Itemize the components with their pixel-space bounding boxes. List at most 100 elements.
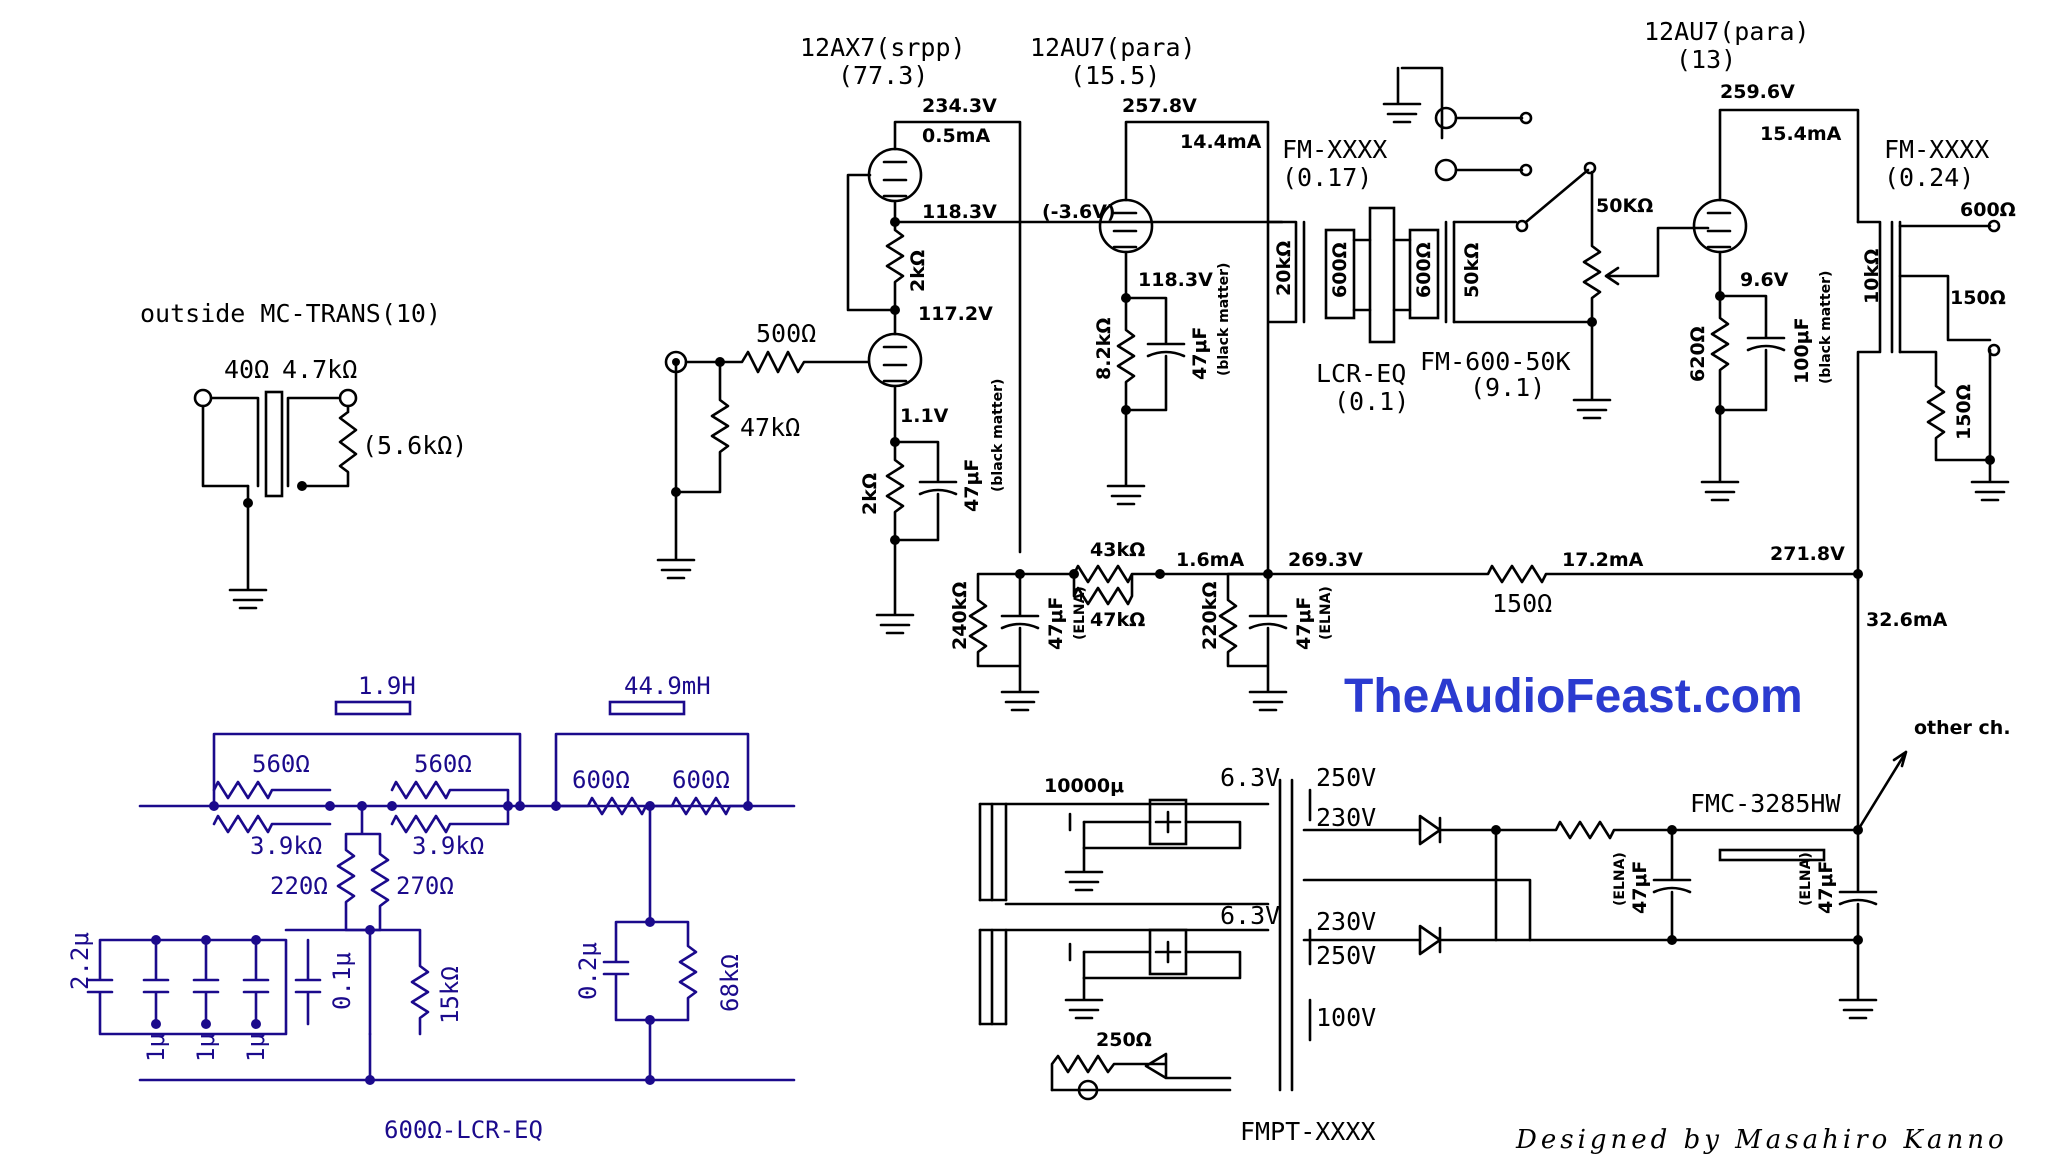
stage1-lower-plate-v: 117.2V [918, 303, 993, 325]
svg-text:47μF: 47μF [1815, 861, 1837, 914]
tube-stage2-icon [1098, 198, 1154, 254]
supply-node-v2: 271.8V [1770, 543, 1845, 565]
stage3-plate-v: 259.6V [1720, 81, 1795, 103]
inductor-icon [334, 700, 412, 716]
svg-text:0.2μ: 0.2μ [574, 942, 602, 1000]
stage2-tube: 12AU7(para) [1030, 33, 1196, 62]
stage2-cathode-v: 118.3V [1138, 269, 1213, 291]
svg-text:47μF: 47μF [1629, 861, 1651, 914]
power-transformer: FMPT-XXXX [1240, 1117, 1375, 1146]
svg-text:(ELNA): (ELNA) [1318, 586, 1334, 640]
trans1-name: FM-XXXX [1282, 135, 1387, 164]
svg-text:2kΩ: 2kΩ [859, 473, 881, 515]
output-jack-icon [338, 388, 358, 408]
heater-filaments [978, 802, 1008, 1026]
svg-text:150Ω: 150Ω [1953, 384, 1975, 440]
svg-text:600Ω: 600Ω [672, 766, 730, 794]
r-620-cathode [1700, 250, 1740, 502]
mc-trans-primary: 40Ω [224, 355, 269, 384]
watermark: TheAudioFeast.com [1344, 670, 1803, 723]
heater-cap: 10000μ [1044, 775, 1124, 797]
b-plus-wire-stage1 [893, 120, 1022, 554]
stage1-mid-v: 118.3V [922, 201, 997, 223]
tap-250a: 250V [1316, 763, 1376, 792]
stage1-plate-v: 234.3V [922, 95, 997, 117]
svg-text:8.2kΩ: 8.2kΩ [1093, 318, 1115, 380]
lcr-label: LCR-EQ [1316, 359, 1406, 388]
tube-stage3-icon [1692, 198, 1748, 254]
supply-node-v1: 269.3V [1288, 549, 1363, 571]
other-channel: other ch. [1914, 717, 2011, 739]
mc-trans-windings [210, 396, 340, 488]
mc-trans-load: (5.6kΩ) [362, 431, 467, 460]
svg-text:560Ω: 560Ω [252, 750, 310, 778]
tube-upper-icon [867, 147, 923, 203]
pilot-resistor: 250Ω [1096, 1029, 1152, 1051]
svg-text:1μ: 1μ [192, 1033, 220, 1062]
bplus-rail: 43kΩ 47kΩ 1.6mA 269.3V 150Ω 17.2mA 271.8… [949, 539, 1948, 832]
svg-text:(ELNA): (ELNA) [1798, 852, 1814, 906]
stage3-tube: 12AU7(para) [1644, 17, 1810, 46]
stage1-tube: 12AX7(srpp) [800, 33, 966, 62]
ground-icon [1970, 458, 2010, 502]
r-150-rail: 150Ω [1492, 589, 1552, 618]
stage3-gain: (13) [1676, 45, 1736, 74]
stage2-gain: (15.5) [1070, 61, 1160, 90]
stage3-current: 15.4mA [1760, 123, 1842, 145]
designer-credit: Designed by Masahiro Kanno [1515, 1125, 2008, 1155]
choke-icon [1718, 848, 1826, 862]
ground-icon [656, 490, 696, 580]
svg-text:10kΩ: 10kΩ [1861, 249, 1883, 304]
svg-text:1μ: 1μ [242, 1033, 270, 1062]
tap-230b: 230V [1316, 907, 1376, 936]
tap-150: 150Ω [1950, 287, 2006, 309]
svg-text:47μF: 47μF [1293, 597, 1315, 650]
r-2k-mid [885, 199, 905, 312]
stage1-gain: (77.3) [838, 61, 928, 90]
svg-text:68kΩ: 68kΩ [716, 954, 744, 1012]
stage3-output: 12AU7(para) (13) 259.6V 15.4mA 9.6V 620Ω… [1644, 17, 2016, 582]
svg-text:0.1μ: 0.1μ [328, 952, 356, 1010]
r-47k: 47kΩ [1090, 609, 1145, 631]
mc-trans-wiring [201, 404, 358, 488]
svg-text:(black matter): (black matter) [990, 379, 1006, 492]
supply-current-total: 32.6mA [1866, 609, 1948, 631]
stage1-cathode-v: 1.1V [900, 405, 949, 427]
volume-label: 50KΩ [1596, 195, 1653, 217]
svg-text:(ELNA): (ELNA) [1612, 852, 1628, 906]
lcr-l1: 1.9H [358, 672, 416, 700]
svg-text:3.9kΩ: 3.9kΩ [412, 832, 484, 860]
tap-230a: 230V [1316, 803, 1376, 832]
stage1-srpp: 12AX7(srpp) (77.3) 234.3V 0.5mA 118.3V 1… [656, 33, 1284, 635]
inductor-icon [608, 700, 686, 716]
stage2-plate-v: 257.8V [1122, 95, 1197, 117]
heater-v2: 6.3V [1220, 901, 1280, 930]
input-jack-icon [193, 388, 213, 408]
rectifier-diode-icon [1418, 814, 1442, 956]
trans1-ratio: (0.17) [1282, 163, 1372, 192]
svg-text:600Ω: 600Ω [1329, 242, 1351, 298]
tube-lower-icon [867, 332, 923, 388]
out-trans-name: FM-XXXX [1884, 135, 1989, 164]
mc-trans-title: outside MC-TRANS(10) [140, 299, 441, 328]
svg-text:270Ω: 270Ω [396, 872, 454, 900]
svg-text:20kΩ: 20kΩ [1273, 241, 1295, 296]
svg-text:(black matter): (black matter) [1818, 271, 1834, 384]
lcr-eq-title: 600Ω-LCR-EQ [384, 1116, 543, 1144]
lcr-eq-detail: 600Ω-LCR-EQ 1.9H 44.9mH 560Ω 560Ω 3.9kΩ … [66, 672, 796, 1144]
interstage-section: FM-XXXX (0.17) 20kΩ 600Ω 600Ω 50kΩ LCR-E… [1266, 66, 1710, 582]
stage3-cathode-v: 9.6V [1740, 269, 1789, 291]
tap-100: 100V [1316, 1003, 1376, 1032]
svg-text:(black matter): (black matter) [1216, 263, 1232, 376]
mc-trans-secondary: 4.7kΩ [282, 355, 357, 384]
svg-text:220Ω: 220Ω [270, 872, 328, 900]
choke-label: FMC-3285HW [1690, 789, 1841, 818]
svg-text:15kΩ: 15kΩ [436, 966, 464, 1024]
tap-250b: 250V [1316, 941, 1376, 970]
svg-text:240kΩ: 240kΩ [949, 582, 971, 650]
svg-text:620Ω: 620Ω [1687, 326, 1709, 382]
svg-text:600Ω: 600Ω [572, 766, 630, 794]
svg-text:47μF: 47μF [961, 459, 983, 512]
svg-text:2.2μ: 2.2μ [66, 932, 94, 990]
